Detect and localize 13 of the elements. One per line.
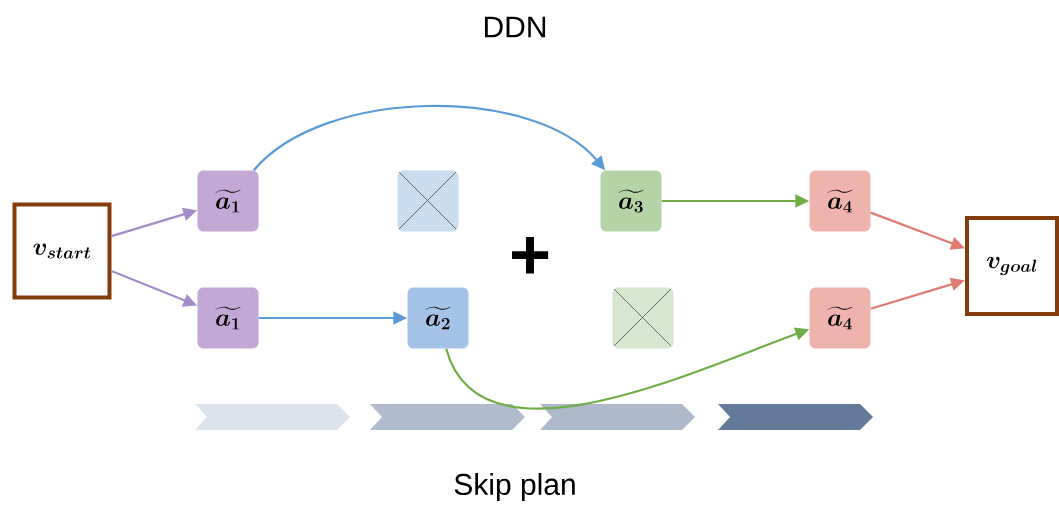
plus-sign: +	[512, 236, 549, 274]
action-box: $\widetilde{a_4}$	[809, 287, 871, 349]
action-box: $\widetilde{a_2}$	[407, 287, 469, 349]
crossed-box	[397, 170, 459, 232]
action-box: $\widetilde{a_1}$	[197, 287, 259, 349]
crossed-box	[612, 287, 674, 349]
action-box: $\widetilde{a_1}$	[197, 170, 259, 232]
terminal-box: $v_{goal}$	[965, 216, 1059, 316]
terminal-box: $v_{start}$	[12, 202, 112, 300]
action-box: $\widetilde{a_3}$	[600, 170, 662, 232]
caption: Skip plan	[454, 473, 575, 501]
action-box: $\widetilde{a_4}$	[809, 170, 871, 232]
title: DDN	[484, 16, 546, 38]
